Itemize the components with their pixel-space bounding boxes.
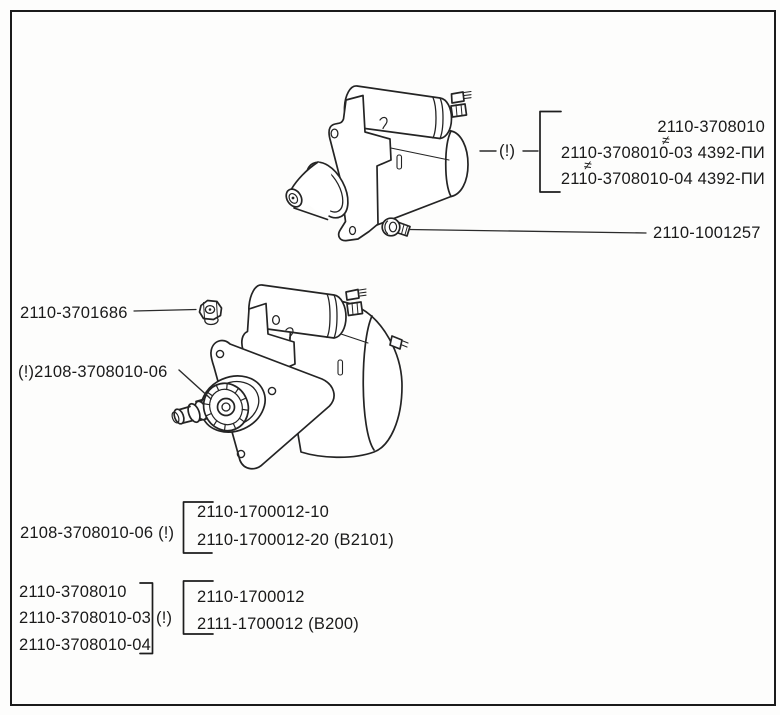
brackets [139,110,562,655]
leader-lines [133,150,647,400]
footnote-a-left: 2108-3708010-06 (!) [20,524,175,542]
bracket-footnote-b-left [139,582,154,655]
part-number-upper-3: 2110-3708010-04 4392-ПИ [560,170,765,188]
upper-callout: (!) [499,142,516,160]
footnote-b-left-3: 2110-3708010-04 [19,636,152,654]
upper-starter-terminals [450,90,472,118]
footnote-b-callout: (!) [156,609,173,627]
part-number-nut: 2110-3701686 [20,304,128,322]
upper-starter-figure [285,85,472,242]
part-number-upper-1: 2110-3708010 [657,118,765,136]
not-interchangeable-icon: ≠ [660,131,671,149]
part-number-bolt: 2110-1001257 [653,224,761,242]
bolt-figure [381,217,411,237]
footnote-b-left-2: 2110-3708010-03 [19,609,152,627]
bracket-footnote-b-right [182,580,214,635]
bracket-footnote-a [182,501,214,554]
lower-starter-figure [171,284,409,470]
page-border [10,10,776,706]
leader-lower-starter-label [178,369,212,400]
part-number-upper-2: 2110-3708010-03 4392-ПИ [560,144,765,162]
nut-figure [198,299,223,326]
leader-bolt-label [408,228,647,234]
lower-starter-terminals [345,288,367,317]
not-interchangeable-icon: ≠ [582,156,593,174]
footnote-b-line-1: 2110-1700012 [197,588,305,606]
footnote-a-line-1: 2110-1700012-10 [197,503,330,521]
bracket-upper-group [539,110,562,193]
leader-nut-label [133,308,197,312]
footnote-b-left-1: 2110-3708010 [19,583,127,601]
part-number-lower-starter: (!)2108-3708010-06 [18,363,168,381]
footnote-a-line-2: 2110-1700012-20 (В2101) [197,531,394,549]
footnote-b-line-2: 2111-1700012 (В200) [197,615,359,633]
